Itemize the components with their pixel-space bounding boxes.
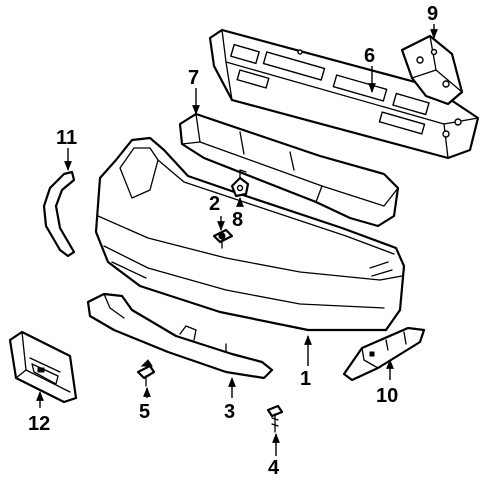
- part-license-bracket: [8, 330, 78, 404]
- callout-12: 12: [28, 413, 50, 435]
- callout-1: 1: [300, 368, 311, 390]
- callout-7: 7: [188, 67, 199, 89]
- part-bumper-cover: [94, 136, 406, 332]
- callout-9: 9: [427, 3, 438, 25]
- part-push-pin-5: [136, 359, 156, 387]
- callout-4: 4: [268, 457, 280, 479]
- callouts: 1 2 3 4 5 6 7 8 9 10 11 12: [28, 3, 438, 479]
- callout-10: 10: [376, 385, 398, 407]
- callout-2: 2: [209, 193, 220, 215]
- part-bolt-4: [266, 404, 284, 433]
- part-lower-deflector: [86, 292, 274, 380]
- callout-8: 8: [232, 209, 243, 231]
- callout-3: 3: [224, 401, 235, 423]
- part-energy-absorber: [178, 112, 400, 228]
- part-molding: [42, 170, 76, 258]
- part-mounting-bracket: [400, 34, 464, 106]
- part-impact-bar: [208, 28, 480, 160]
- callout-5: 5: [139, 401, 150, 423]
- part-retainer-clip-8: [230, 169, 250, 198]
- leader-lines: [36, 24, 438, 456]
- part-side-bracket: [342, 326, 426, 382]
- part-push-pin-2: [212, 228, 234, 249]
- callout-11: 11: [56, 127, 77, 149]
- callout-6: 6: [364, 45, 375, 67]
